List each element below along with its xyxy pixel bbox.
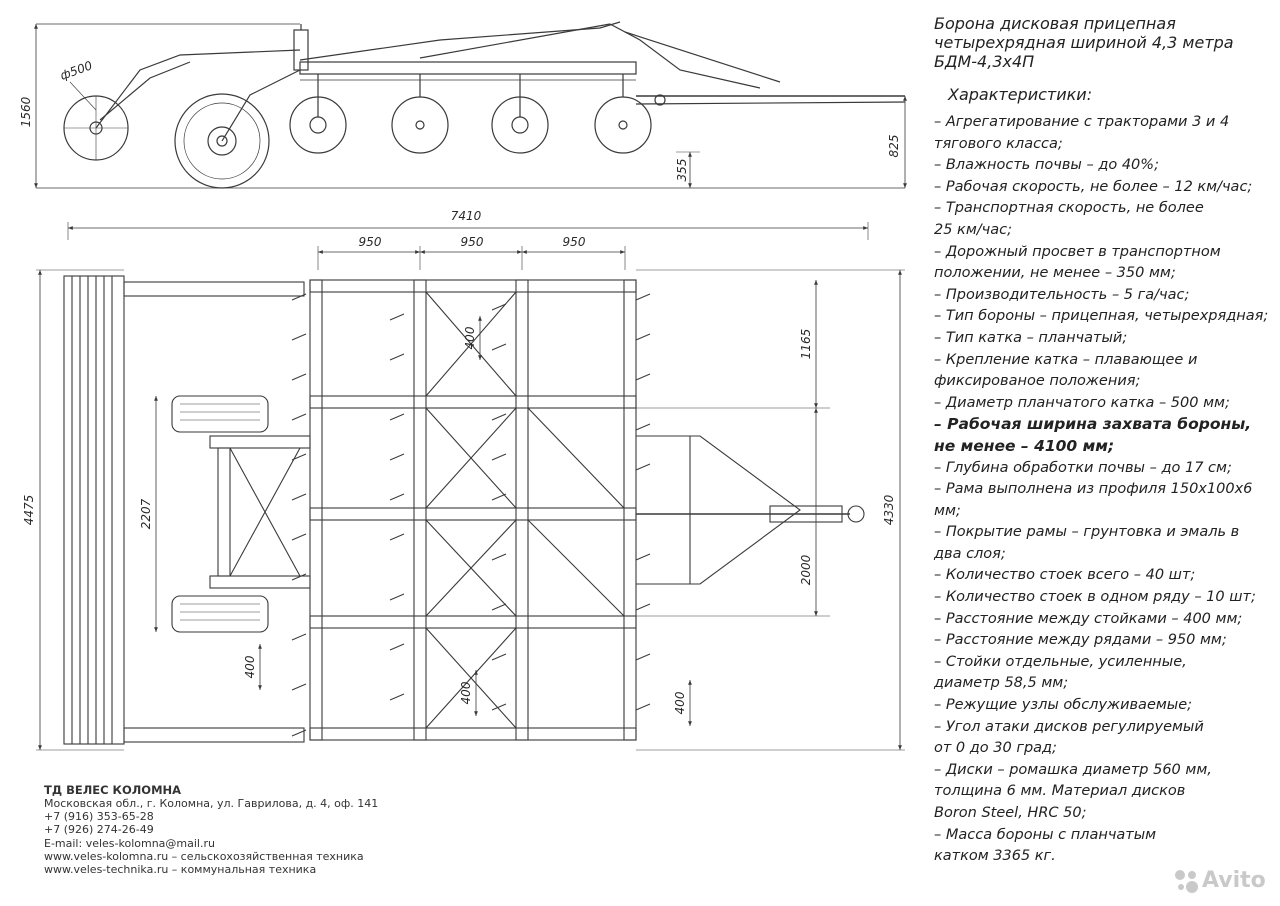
dim-clearance: 355 xyxy=(675,159,689,182)
spec-line: – Агрегатирование с тракторами 3 и 4 xyxy=(934,114,1230,130)
dim-hitch-height: 825 xyxy=(887,135,901,158)
spec-line: от 0 до 30 град; xyxy=(934,740,1057,757)
spec-line-highlight: – Рабочая ширина захвата бороны, xyxy=(934,415,1252,434)
spec-line: – Рама выполнена из профиля 150х100х6 мм… xyxy=(934,481,1253,519)
plan-discs xyxy=(291,293,651,737)
spec-line: – Тип бороны – прицепная, четырехрядная; xyxy=(934,308,1269,325)
side-view xyxy=(34,21,907,189)
spec-line-highlight: не менее – 4100 мм; xyxy=(934,436,1115,455)
plan-view xyxy=(36,222,905,751)
spec-line: – Влажность почвы – до 40%; xyxy=(934,157,1159,174)
spec-line: – Расстояние между стойками – 400 мм; xyxy=(934,610,1243,627)
dim-row-spacing-3: 950 xyxy=(563,235,586,249)
side-disc-1 xyxy=(289,74,347,154)
spec-line: – Масса бороны с планчатым xyxy=(934,826,1157,843)
plan-roller xyxy=(63,275,125,745)
spec-line: тягового класса; xyxy=(934,135,1063,152)
spec-line: – Крепление катка – плавающее и xyxy=(934,351,1198,368)
spec-line: – Дорожный просвет в транспортном xyxy=(934,243,1221,260)
spec-line: – Тип катка – планчатый; xyxy=(934,329,1128,346)
spec-line: – Транспортная скорость, не более xyxy=(934,200,1204,217)
dim-lower-section: 2000 xyxy=(799,554,813,585)
side-disc-2 xyxy=(391,74,449,154)
dim-roller-diameter: ф500 xyxy=(58,58,94,83)
company-address: Московская обл., г. Коломна, ул. Гаврило… xyxy=(44,797,379,810)
dim-row-spacing-2: 950 xyxy=(461,235,484,249)
side-disc-3 xyxy=(491,74,549,154)
dim-row-spacing-1: 950 xyxy=(359,235,382,249)
side-roller xyxy=(63,95,129,161)
company-site-1: www.veles-kolomna.ru – сельскохозяйствен… xyxy=(44,849,364,863)
watermark-label: Avito xyxy=(1202,868,1266,893)
spec-line: – Количество стоек всего – 40 шт; xyxy=(934,567,1196,584)
spec-line: фиксированое положения; xyxy=(934,373,1141,390)
dim-overall-width: 4475 xyxy=(22,495,36,526)
spec-line: – Глубина обработки почвы – до 17 см; xyxy=(934,459,1232,476)
company-site-2: www.veles-technika.ru – коммунальная тех… xyxy=(44,863,317,877)
dim-overall-length: 7410 xyxy=(451,209,482,223)
company-block: ТД ВЕЛЕС КОЛОМНА Московская обл., г. Кол… xyxy=(44,783,384,876)
spec-line: – Стойки отдельные, усиленные, xyxy=(934,653,1187,670)
spec-line: – Количество стоек в одном ряду – 10 шт; xyxy=(934,589,1256,606)
spec-line: 25 км/час; xyxy=(934,221,1012,238)
title-line-3: БДМ-4,3х4П xyxy=(934,52,1035,71)
spec-panel: Борона дисковая прицепная четырехрядная … xyxy=(934,14,1274,868)
spec-line: положении, не менее – 350 мм; xyxy=(934,265,1176,282)
characteristics-heading: Характеристики: xyxy=(948,85,1093,104)
spec-line: – Диски – ромашка диаметр 560 мм, xyxy=(934,761,1212,778)
spec-list: – Агрегатирование с тракторами 3 и 4 тяг… xyxy=(934,112,1274,868)
dim-post-spacing-d: 400 xyxy=(673,691,687,714)
dim-wheel-track: 2207 xyxy=(139,498,153,529)
title-line-2: четырехрядная шириной 4,3 метра xyxy=(934,33,1234,52)
spec-line: – Диаметр планчатого катка – 500 мм; xyxy=(934,394,1230,411)
dim-post-spacing-b: 400 xyxy=(243,655,257,678)
spec-line: толщина 6 мм. Материал дисков xyxy=(934,783,1186,800)
spec-line: два слоя; xyxy=(934,545,1006,562)
spec-line: катком 3365 кг. xyxy=(934,848,1056,865)
company-name: ТД ВЕЛЕС КОЛОМНА xyxy=(44,783,182,797)
spec-line: – Производительность – 5 га/час; xyxy=(934,286,1190,303)
avito-logo-icon xyxy=(1175,870,1198,893)
company-email: E-mail: veles-kolomna@mail.ru xyxy=(44,836,215,850)
avito-watermark: Avito xyxy=(1172,866,1272,896)
dim-post-spacing-a: 400 xyxy=(463,326,477,349)
dim-upper-section: 1165 xyxy=(799,329,813,360)
side-disc-4 xyxy=(594,74,652,154)
spec-line: Boron Steel, HRC 50; xyxy=(934,805,1087,821)
company-phone-2: +7 (926) 274-26-49 xyxy=(44,823,154,837)
dim-frame-width: 4330 xyxy=(882,494,896,525)
spec-line: – Рабочая скорость, не более – 12 км/час… xyxy=(934,178,1253,195)
dim-post-spacing-c: 400 xyxy=(459,681,473,704)
dim-side-height: 1560 xyxy=(19,96,33,127)
spec-line: – Угол атаки дисков регулируемый xyxy=(934,718,1204,735)
spec-line: – Покрытие рамы – грунтовка и эмаль в xyxy=(934,524,1240,541)
spec-line: диаметр 58,5 мм; xyxy=(934,675,1069,692)
company-phone-1: +7 (916) 353-65-28 xyxy=(44,810,154,824)
spec-line: – Режущие узлы обслуживаемые; xyxy=(934,697,1193,714)
title-line-1: Борона дисковая прицепная xyxy=(934,14,1176,33)
side-wheel xyxy=(174,93,270,189)
spec-line: – Расстояние между рядами – 950 мм; xyxy=(934,632,1227,649)
